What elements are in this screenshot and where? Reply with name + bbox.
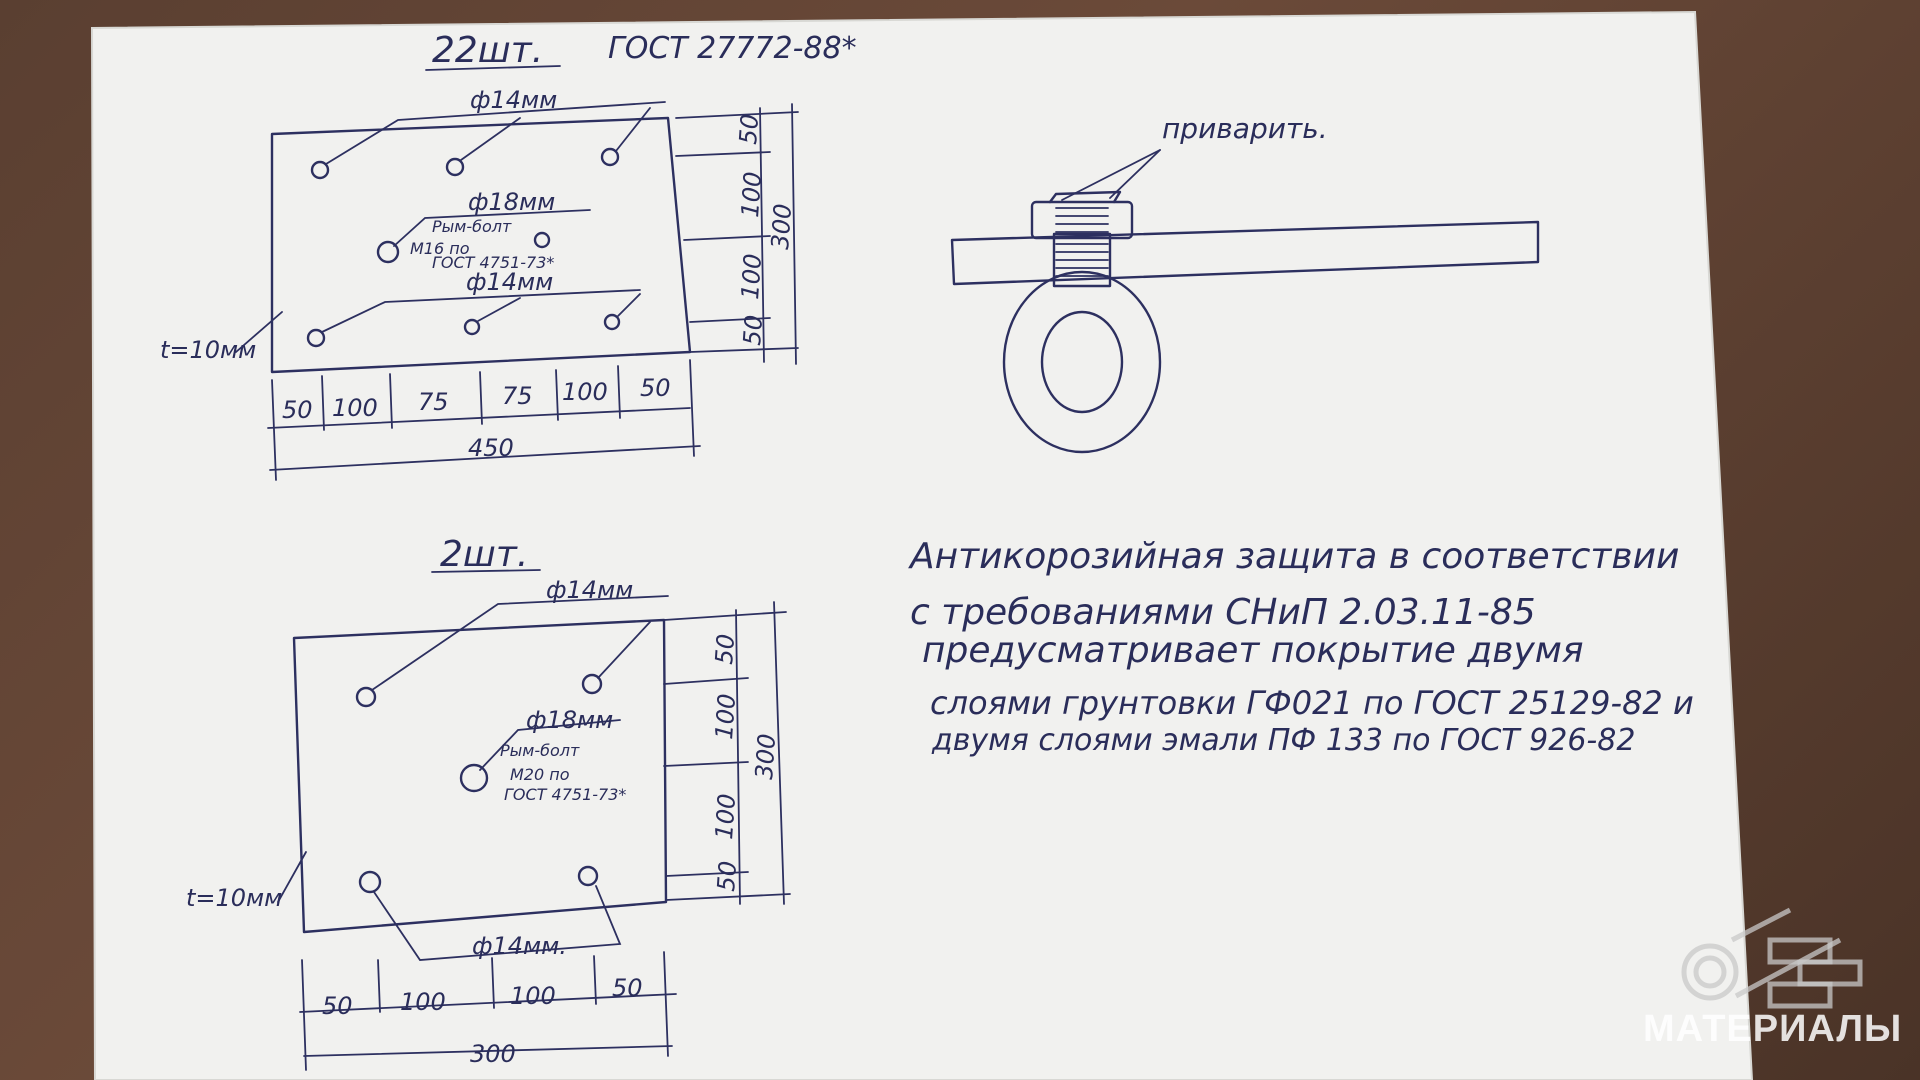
note-line: Антикорозийная защита в соответствии [908, 536, 1679, 577]
top-plate-dim-total-right: 300 [766, 203, 797, 251]
eye-ring-inner [1040, 310, 1124, 414]
bottom-plate-dim-total-bottom: 300 [470, 1040, 516, 1068]
bottom-plate-hole-label: ф14мм. [472, 932, 567, 960]
top-plate-hole [463, 318, 481, 336]
bottom-plate-bolt-label: М20 по [510, 765, 570, 784]
top-plate-bolt-label: ГОСТ 4751-73* [432, 253, 554, 272]
bottom-plate-hole [355, 686, 377, 708]
bottom-plate-dim-bottom: 100 [400, 988, 446, 1016]
bottom-plate-hole [577, 865, 599, 887]
top-plate-bolt-label: М16 по [410, 239, 470, 258]
top-plate-dim-bottom: 75 [418, 388, 449, 416]
bottom-plate-dim-right: 100 [710, 693, 741, 741]
top-plate-hole [310, 160, 330, 180]
bottom-plate-bolt-label: Рым-болт [500, 741, 580, 760]
bottom-plate-eyebolt-hole-label: ф18мм [526, 706, 613, 734]
watermark-text: МАТЕРИАЛЫ [1643, 1008, 1903, 1050]
note-line: с требованиями СНиП 2.03.11-85 [910, 592, 1536, 633]
top-plate-eyebolt-hole [376, 240, 400, 264]
bottom-plate-eyebolt-hole [459, 763, 489, 793]
note-line: слоями грунтовки ГФ021 по ГОСТ 25129-82 … [930, 684, 1694, 722]
bottom-plate-bolt-label: ГОСТ 4751-73* [504, 785, 626, 804]
top-plate-dim-total-bottom: 450 [468, 434, 514, 462]
bottom-plate-title: 2шт. [440, 534, 528, 575]
bottom-plate-dim-total-right: 300 [750, 733, 781, 781]
bottom-plate-dim-bottom: 50 [612, 974, 643, 1002]
bottom-plate-hole [358, 870, 382, 894]
top-plate-bolt-label: Рым-болт [432, 217, 512, 236]
bottom-plate-thickness: t=10мм [186, 884, 282, 912]
eyebolt-weld-detail: приварить. [950, 112, 1540, 454]
bottom-plate-dim-right: 100 [710, 793, 741, 841]
top-plate-dim-right: 100 [736, 253, 767, 301]
top-plate-dim-right: 100 [736, 171, 767, 219]
bottom-plate-dim-right: 50 [710, 633, 740, 665]
weld-label: приварить. [1162, 112, 1328, 145]
top-plate-hole-label: ф14мм [466, 268, 553, 296]
nut [1030, 200, 1134, 240]
top-plate-dim-bottom: 75 [502, 382, 533, 410]
bottom-plate-dim-bottom: 50 [322, 992, 353, 1020]
plate-section [950, 220, 1540, 286]
bottom-plate-hole-label: ф14мм [546, 576, 633, 604]
top-plate-dim-bottom: 100 [562, 378, 608, 406]
note-line: двумя слоями эмали ПФ 133 по ГОСТ 926-82 [931, 723, 1635, 758]
top-plate-title: 22шт. [432, 30, 543, 71]
anticorrosion-note: Антикорозийная защита в соответствии с т… [908, 536, 1694, 758]
bottom-plate-drawing: 2шт. ф14мм ф18мм Рым-болт М20 по ГОСТ 47… [186, 534, 791, 1071]
top-plate-hole [600, 147, 620, 167]
top-plate-hole [533, 231, 551, 249]
watermark-logo [1681, 907, 1863, 1009]
top-plate-dim-right: 50 [734, 113, 764, 145]
note-line: предусматривает покрытие двумя [922, 630, 1584, 671]
top-plate-thickness: t=10мм [160, 336, 256, 364]
top-plate-drawing: 22шт. ГОСТ 27772-88* ф14мм ф18мм Рым-бол… [160, 30, 857, 481]
top-plate-hole [603, 313, 621, 331]
top-plate-hole [306, 328, 326, 348]
eye-ring-outer [1002, 270, 1162, 454]
bottom-plate-outline [292, 618, 668, 934]
paper-sheet [92, 12, 1752, 1080]
top-plate-standard: ГОСТ 27772-88* [608, 31, 857, 66]
top-plate-hole-label: ф14мм [470, 86, 557, 114]
bottom-plate-hole [581, 673, 603, 695]
top-plate-eyebolt-hole-label: ф18мм [468, 188, 555, 216]
bottom-plate-dim-right: 50 [712, 860, 742, 892]
top-plate-hole [445, 157, 465, 177]
bottom-plate-dim-bottom: 100 [510, 982, 556, 1010]
top-plate-dim-bottom: 100 [332, 394, 378, 422]
top-plate-dim-bottom: 50 [640, 374, 671, 402]
top-plate-dim-bottom: 50 [282, 396, 313, 424]
bolt-shank [1052, 232, 1112, 288]
top-plate-dim-right: 50 [738, 314, 768, 346]
